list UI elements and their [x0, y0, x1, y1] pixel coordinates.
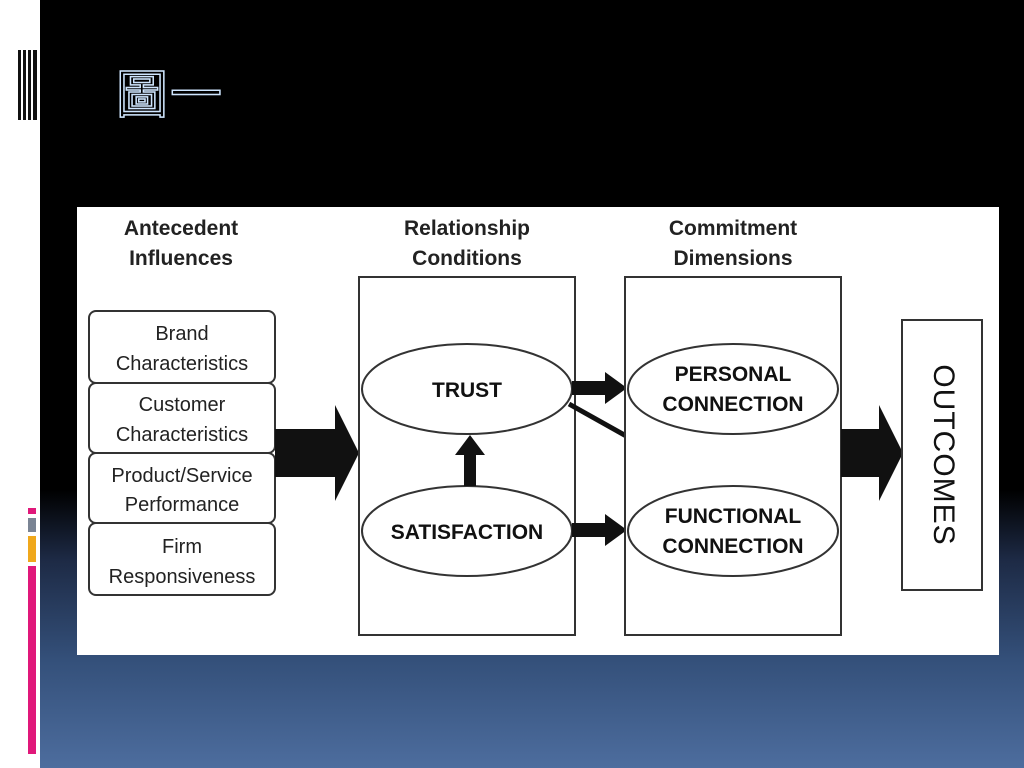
outcomes-box [901, 319, 983, 591]
slide-title: 圖一 [115, 65, 225, 127]
personal-line1: PERSONAL [675, 363, 792, 386]
satisfaction-label: SATISFACTION [391, 521, 543, 544]
antecedent-brand-line2: Characteristics [116, 353, 248, 375]
functional-line2: CONNECTION [662, 535, 803, 558]
commitment-box [624, 276, 842, 636]
arrow-satisfaction-to-trust [455, 435, 485, 486]
arrow-trust-to-personal [572, 372, 627, 404]
arrow-antecedent-to-relationship [275, 405, 359, 501]
antecedent-customer-line1: Customer [139, 394, 226, 416]
heading-commitment-1: Commitment [669, 217, 797, 240]
personal-line2: CONNECTION [662, 393, 803, 416]
antecedent-box-customer: Customer Characteristics [88, 382, 276, 454]
heading-antecedent-1: Antecedent [124, 217, 238, 240]
heading-relationship-2: Conditions [412, 247, 522, 270]
antecedent-customer-line2: Characteristics [116, 424, 248, 446]
heading-commitment-2: Dimensions [673, 247, 792, 270]
antecedent-firm-line1: Firm [162, 536, 202, 558]
outcomes-label: OUTCOMES [927, 364, 960, 545]
antecedent-performance-line2: Performance [125, 494, 240, 516]
antecedent-performance-line1: Product/Service [111, 465, 252, 487]
diagram-panel: Antecedent Influences Relationship Condi… [77, 207, 999, 655]
framework-diagram: Antecedent Influences Relationship Condi… [88, 217, 983, 636]
functional-line1: FUNCTIONAL [665, 505, 802, 528]
antecedent-brand-line1: Brand [155, 323, 208, 345]
node-trust: TRUST [361, 343, 573, 435]
heading-antecedent-2: Influences [129, 247, 233, 270]
node-personal-connection: PERSONAL CONNECTION [627, 343, 839, 435]
antecedent-box-performance: Product/Service Performance [88, 452, 276, 524]
node-satisfaction: SATISFACTION [361, 485, 573, 577]
arrow-satisfaction-to-functional [572, 514, 627, 546]
node-functional-connection: FUNCTIONAL CONNECTION [627, 485, 839, 577]
heading-relationship-1: Relationship [404, 217, 530, 240]
antecedent-box-firm: Firm Responsiveness [88, 522, 276, 596]
trust-label: TRUST [432, 379, 502, 402]
antecedent-firm-line2: Responsiveness [109, 566, 256, 588]
arrow-commitment-to-outcomes [841, 405, 903, 501]
antecedent-box-brand: Brand Characteristics [88, 310, 276, 384]
